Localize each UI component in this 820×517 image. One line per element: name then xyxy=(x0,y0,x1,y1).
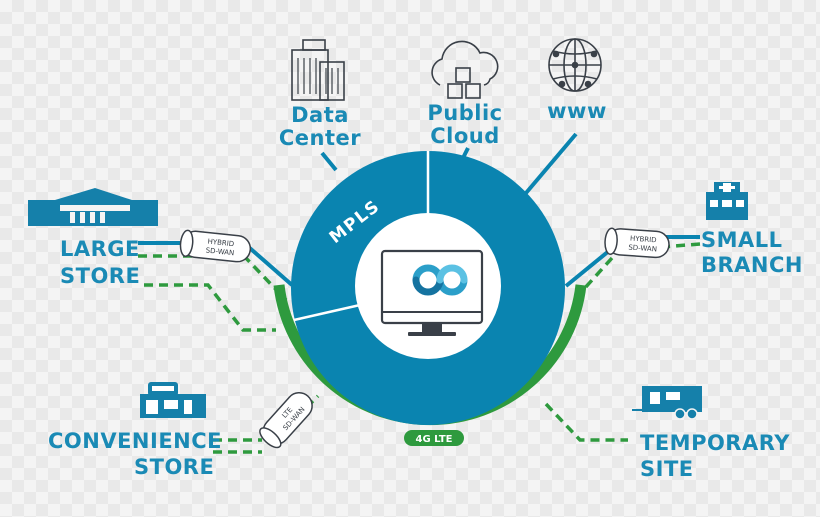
lte-label: 4G LTE xyxy=(415,434,452,445)
link-data-center xyxy=(320,151,338,172)
center-disc xyxy=(355,213,501,359)
cloud-icon xyxy=(431,40,499,99)
hybrid-left-line2: SD-WAN xyxy=(205,246,234,257)
label-data-center-line2: Center xyxy=(279,126,361,150)
cloud-monitor-icon xyxy=(380,249,484,336)
label-data-center-line1: Data xyxy=(291,103,349,127)
hybrid-right-line1: HYBRID xyxy=(630,235,657,245)
label-large-store-line1: LARGE xyxy=(60,237,140,261)
label-large-store-line2: STORE xyxy=(60,264,140,288)
hybrid-left-line1: HYBRID xyxy=(207,238,234,249)
hybrid-right-line2: SD-WAN xyxy=(628,243,657,253)
label-convenience-store-line2: STORE xyxy=(134,455,214,479)
trailer-icon xyxy=(632,386,702,420)
lte-sdwan-device: LTE SD-WAN xyxy=(259,392,313,449)
building-icon xyxy=(291,39,345,101)
label-public-cloud-line1: Public xyxy=(427,101,502,125)
link-large-store-lte-2 xyxy=(144,283,276,332)
label-convenience-store-line1: CONVENIENCE xyxy=(48,429,222,453)
label-small-branch-line1: SMALL xyxy=(701,228,783,252)
segment-divider-left xyxy=(293,303,361,322)
hybrid-sdwan-device-left: HYBRID SD-WAN xyxy=(179,229,252,263)
label-small-branch-line2: BRANCH xyxy=(701,253,803,277)
hybrid-sdwan-device-right: HYBRID SD-WAN xyxy=(604,227,670,259)
label-www: www xyxy=(547,99,607,123)
store-icon xyxy=(28,188,158,226)
shop-icon xyxy=(140,382,206,418)
link-temporary-site xyxy=(544,402,628,442)
label-public-cloud-line2: Cloud xyxy=(430,124,500,148)
label-temporary-site-line2: SITE xyxy=(640,457,694,481)
label-temporary-site-line1: TEMPORARY xyxy=(640,431,790,455)
globe-icon xyxy=(548,38,602,92)
clinic-icon xyxy=(706,182,748,220)
lte-label-pill xyxy=(404,430,464,446)
link-www xyxy=(524,132,578,195)
